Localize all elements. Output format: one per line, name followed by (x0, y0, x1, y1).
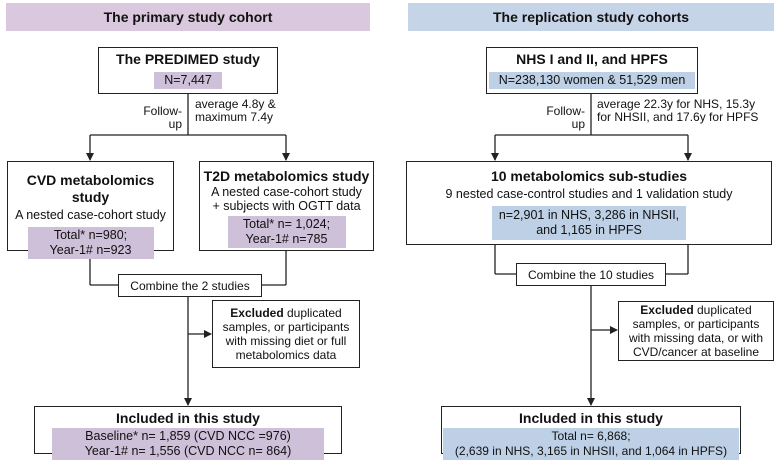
right-excluded-bold: Excluded (640, 303, 694, 317)
t2d-subtitle-1: A nested case-cohort study (211, 185, 362, 199)
cvd-total: Total* n=980; (53, 228, 128, 242)
predimed-n: N=7,447 (154, 72, 222, 89)
left-excluded-line2: samples, or participants (222, 320, 350, 334)
right-excluded-line1: duplicated (693, 303, 752, 317)
left-followup-line2: maximum 7.4y (195, 110, 274, 124)
left-excluded-line1: duplicated (283, 306, 342, 320)
left-included-year1: Year-1# n= 1,556 (CVD NCC n= 864) (84, 444, 292, 458)
right-combine-box: Combine the 10 studies (516, 263, 666, 286)
left-header-label: The primary study cohort (103, 9, 273, 25)
cvd-counts: Total* n=980; Year-1# n=923 (27, 227, 154, 259)
right-followup-line1: average 22.3y for NHS, 15.3y (597, 97, 756, 111)
left-excluded-box: Excluded duplicated samples, or particip… (212, 300, 360, 368)
right-followup-line2: for NHSII, and 17.6y for HPFS (597, 110, 759, 124)
predimed-title: The PREDIMED study (116, 51, 260, 67)
right-excluded-line4: CVD/cancer at baseline (632, 345, 760, 359)
right-excluded-box: Excluded duplicated samples, or particip… (618, 301, 774, 361)
nhs-title: NHS I and II, and HPFS (516, 51, 668, 67)
right-included-total: Total n= 6,868; (551, 429, 631, 443)
predimed-box: The PREDIMED study N=7,447 (98, 47, 278, 94)
right-header: The replication study cohorts (408, 3, 774, 31)
left-included-box: Included in this study Baseline* n= 1,85… (34, 406, 342, 460)
cvd-subtitle: A nested case-cohort study (15, 208, 166, 222)
t2d-title: T2D metabolomics study (203, 168, 370, 184)
substudies-line2: and 1,165 in HPFS (536, 223, 642, 237)
right-included-counts: Total n= 6,868; (2,639 in NHS, 3,165 in … (443, 428, 739, 460)
left-excluded-line4: metabolomics data (235, 348, 337, 362)
substudies-title: 10 metabolomics sub-studies (490, 168, 688, 184)
left-included-title: Included in this study (116, 410, 260, 426)
t2d-total: Total* n= 1,024; (242, 217, 331, 231)
t2d-subtitle-2: + subjects with OGTT data (212, 199, 361, 213)
right-followup-label: Follow-up (546, 104, 585, 131)
cvd-box: CVD metabolomics study A nested case-coh… (7, 161, 174, 259)
substudies-line1: n=2,901 in NHS, 3,286 in NHSII, (498, 208, 680, 222)
t2d-counts: Total* n= 1,024; Year-1# n=785 (227, 216, 346, 248)
right-followup-detail: average 22.3y for NHS, 15.3y for NHSII, … (597, 98, 777, 124)
right-excluded-line2: samples, or participants (632, 317, 760, 331)
left-included-baseline: Baseline* n= 1,859 (CVD NCC =976) (85, 429, 291, 443)
t2d-year1: Year-1# n=785 (245, 232, 328, 246)
left-combine-box: Combine the 2 studies (118, 274, 262, 297)
left-header: The primary study cohort (6, 3, 370, 31)
right-included-box: Included in this study Total n= 6,868; (… (441, 406, 741, 460)
t2d-box: T2D metabolomics study A nested case-coh… (199, 161, 374, 251)
cvd-year1: Year-1# n=923 (49, 243, 132, 257)
left-followup-detail: average 4.8y & maximum 7.4y (195, 98, 315, 124)
left-excluded-line3: with missing diet or full (225, 334, 347, 348)
nhs-box: NHS I and II, and HPFS N=238,130 women &… (486, 47, 698, 94)
right-excluded-line3: with missing data, or with (628, 331, 764, 345)
cvd-title: CVD metabolomics study (26, 172, 155, 205)
right-combine-label: Combine the 10 studies (527, 267, 655, 282)
substudies-counts: n=2,901 in NHS, 3,286 in NHSII, and 1,16… (492, 206, 686, 240)
left-combine-label: Combine the 2 studies (130, 278, 250, 293)
left-included-counts: Baseline* n= 1,859 (CVD NCC =976) Year-1… (52, 428, 324, 460)
right-included-title: Included in this study (519, 410, 663, 426)
left-followup-label: Follow-up (143, 104, 182, 131)
left-excluded-bold: Excluded (230, 306, 284, 320)
right-header-label: The replication study cohorts (492, 9, 690, 25)
substudies-box: 10 metabolomics sub-studies 9 nested cas… (406, 161, 772, 245)
nhs-n: N=238,130 women & 51,529 men (489, 72, 695, 89)
left-followup-line1: average 4.8y & (195, 97, 276, 111)
substudies-subtitle: 9 nested case-control studies and 1 vali… (445, 187, 733, 201)
right-included-breakdown: (2,639 in NHS, 3,165 in NHSII, and 1,064… (454, 444, 728, 458)
